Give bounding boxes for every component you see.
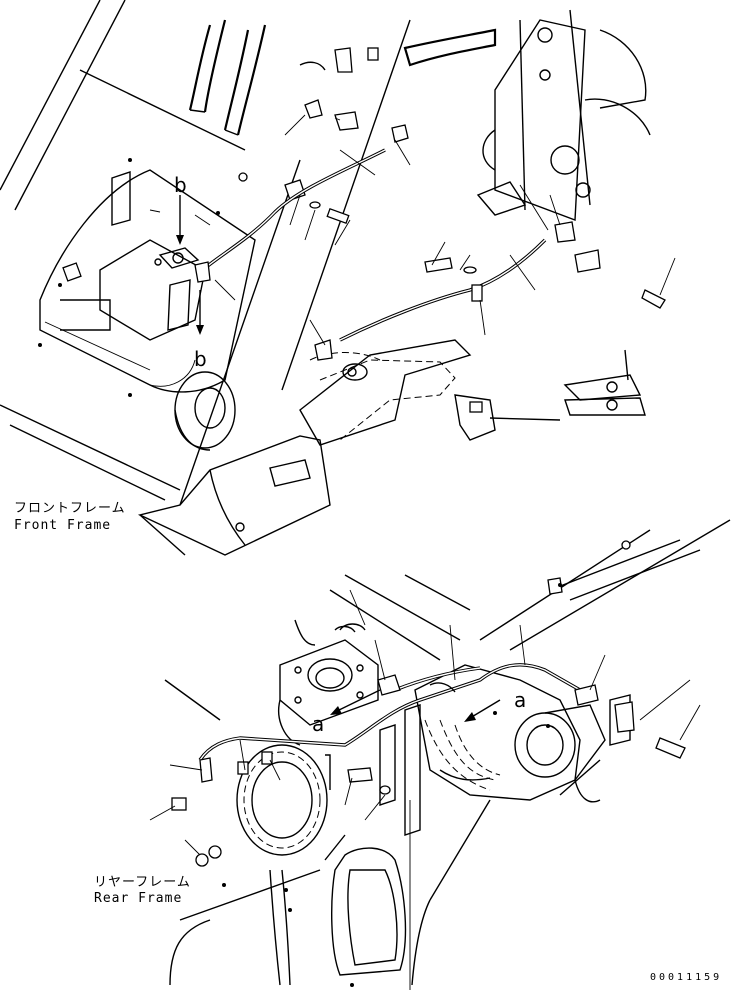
- view-a-label-left: a: [312, 712, 324, 736]
- document-number: 00011159: [650, 972, 722, 983]
- rear-frame-label-jp: リヤーフレーム: [94, 875, 191, 890]
- view-b-label-top: b: [174, 173, 187, 197]
- front-frame-label-jp: フロントフレーム: [14, 501, 126, 516]
- rear-frame-assembly: [149, 519, 731, 990]
- front-frame-assembly: [0, 0, 676, 556]
- rear-frame-label-en: Rear Frame: [94, 891, 182, 906]
- view-b-label-bottom: b: [194, 347, 207, 371]
- view-a-label-right: a: [514, 688, 526, 712]
- front-frame-label-en: Front Frame: [14, 518, 111, 533]
